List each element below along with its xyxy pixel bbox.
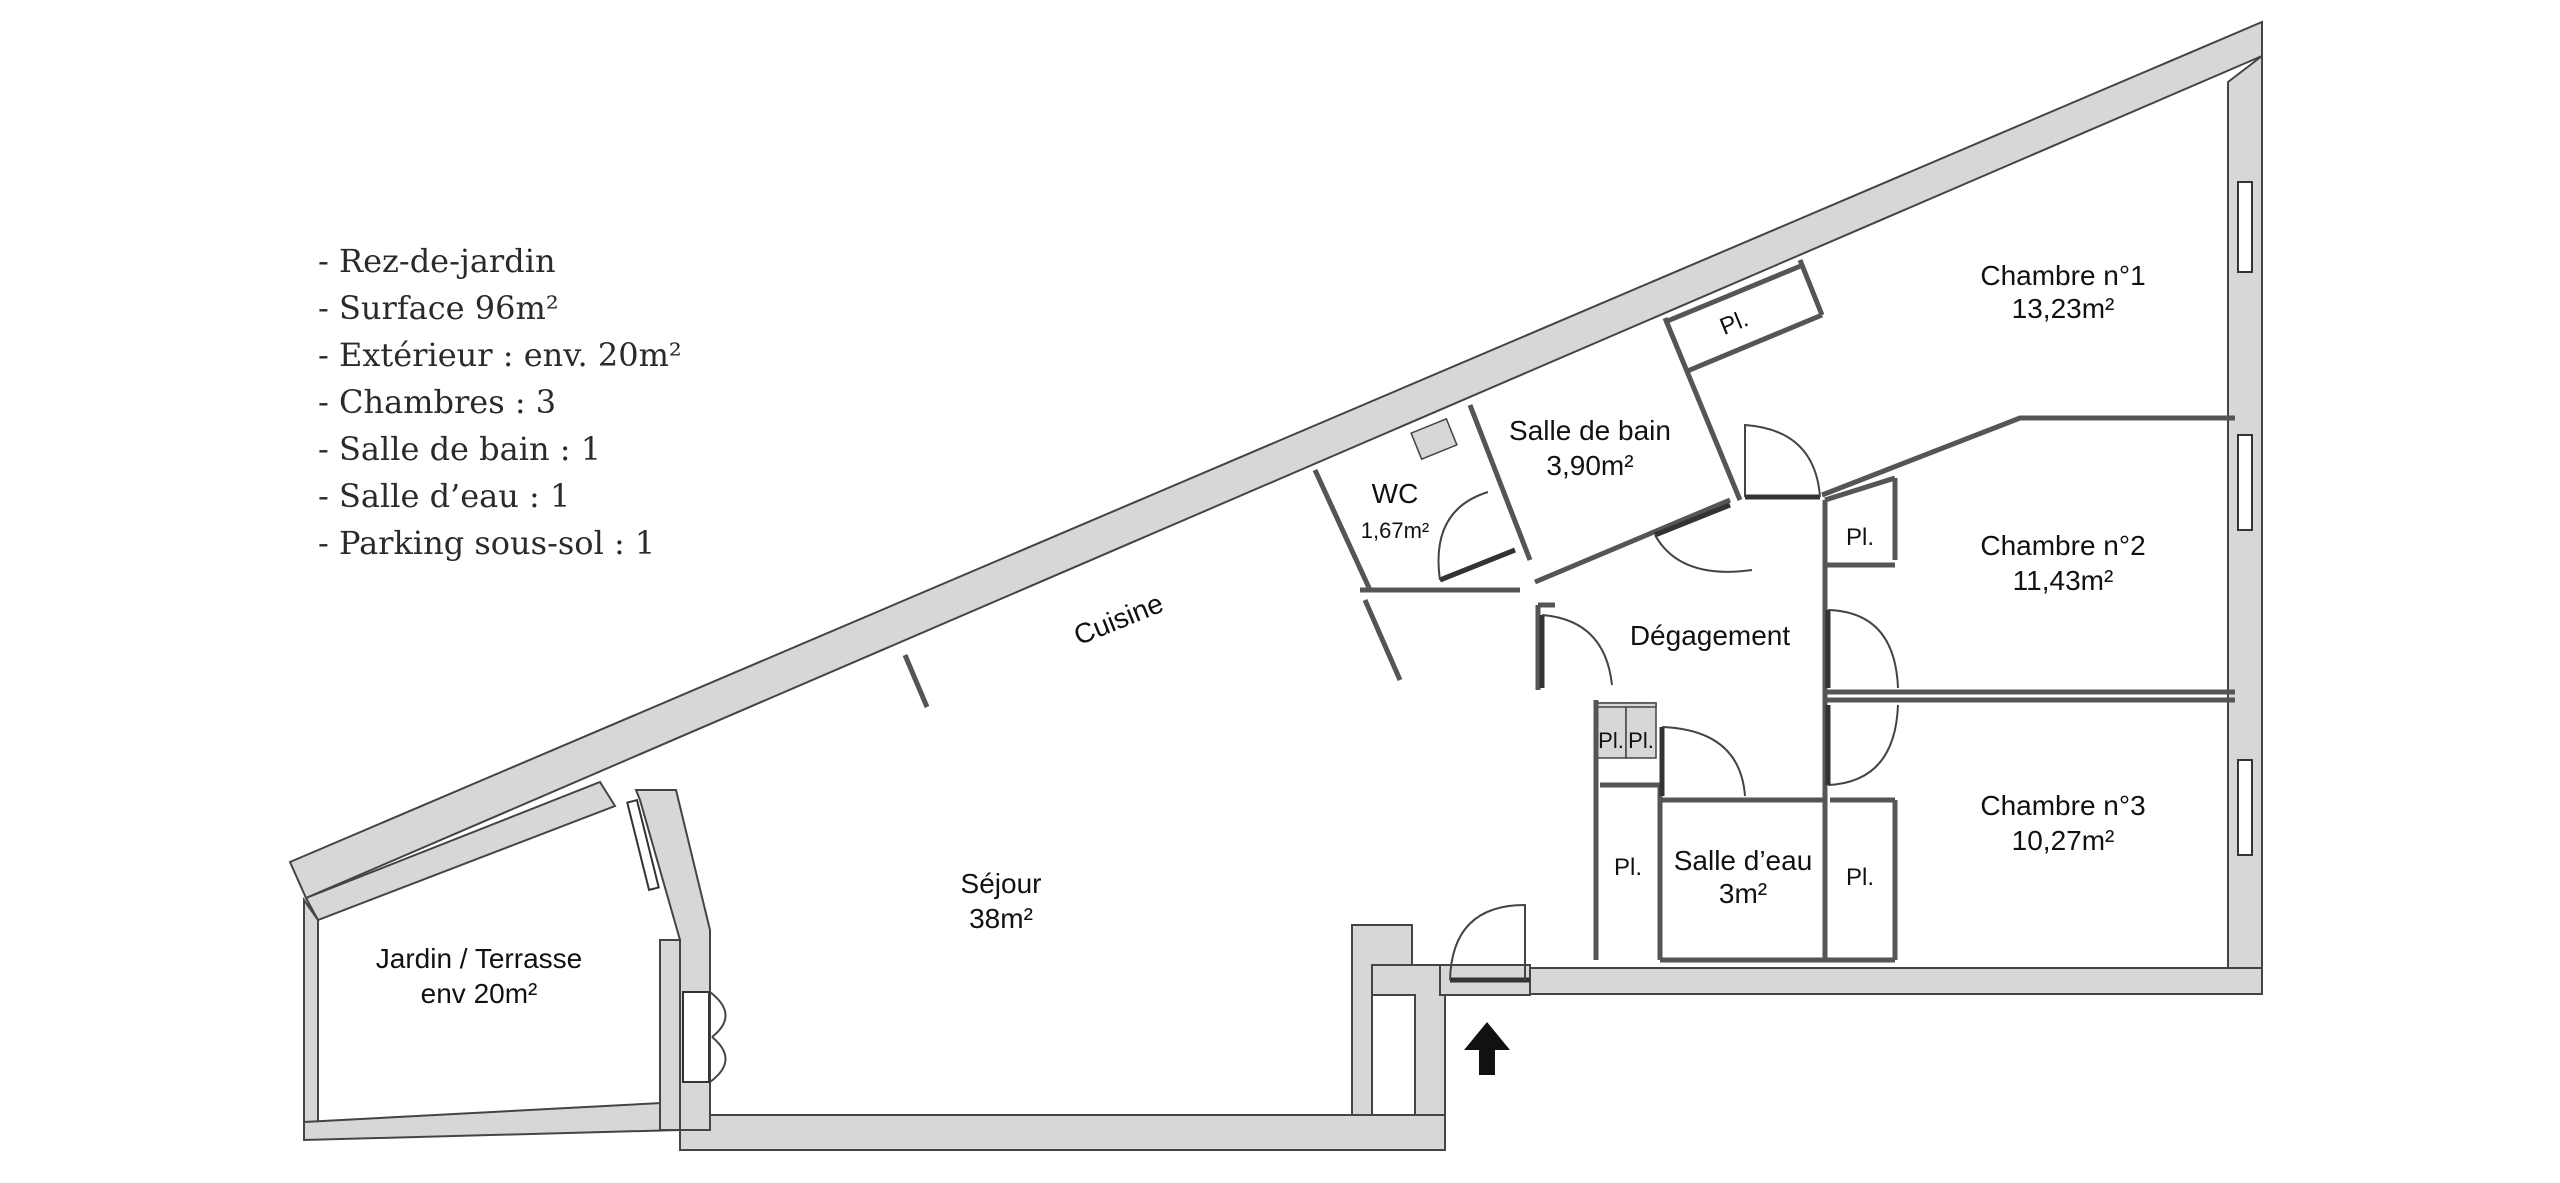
- property-specs: - Rez-de-jardin - Surface 96m² - Extérie…: [318, 238, 682, 567]
- bedroom1-bottom-wall: [1821, 415, 2235, 498]
- placard-label-small-b: Pl.: [1628, 728, 1654, 753]
- degagement-name: Dégagement: [1630, 620, 1791, 651]
- sejour-name: Séjour: [961, 868, 1042, 899]
- spec-parking: - Parking sous-sol : 1: [318, 524, 656, 562]
- placard-label-shower: Pl.: [1614, 854, 1642, 881]
- jardin-name: Jardin / Terrasse: [376, 943, 582, 974]
- garden-left-wall: [303, 896, 319, 1131]
- bath-right-wall: [1662, 317, 1743, 501]
- wc-left-wall: [1312, 468, 1373, 592]
- chambre3-area: 10,27m²: [2012, 825, 2115, 856]
- spec-exterior: - Extérieur : env. 20m²: [318, 336, 682, 374]
- window-bedroom2: [2237, 434, 2253, 531]
- spec-bathroom: - Salle de bain : 1: [318, 430, 602, 468]
- chambre1-name: Chambre n°1: [1980, 260, 2145, 291]
- bedroom3-door-swing: [1827, 704, 1899, 786]
- wc-door-swing: [1437, 491, 1489, 581]
- degagement-door-swing: [1541, 614, 1613, 686]
- placard-label-bath: Pl.: [1716, 305, 1752, 341]
- kitchen-wc-wall: [1362, 598, 1403, 682]
- chambre1-area: 13,23m²: [2012, 293, 2115, 324]
- garden-door-swing: [709, 991, 727, 1083]
- pl2-top: [1824, 475, 1896, 503]
- window-bedroom1: [2237, 181, 2253, 273]
- wc-bath-partition: [1467, 404, 1533, 561]
- spec-surface: - Surface 96m²: [318, 289, 559, 327]
- bedroom2-door-swing: [1827, 609, 1899, 689]
- bath-door-leaf: [1654, 502, 1731, 538]
- salle-de-bain-area: 3,90m²: [1546, 450, 1633, 481]
- kitchen-divider: [902, 654, 930, 708]
- wc-name: WC: [1372, 478, 1419, 509]
- bottom-wall-bedrooms: [1525, 967, 2263, 995]
- bedroom1-door-swing: [1744, 423, 1821, 498]
- pl1-front: [1684, 312, 1823, 375]
- entrance-arrow-icon: [1464, 1022, 1510, 1075]
- entrance-recess-wall: [1371, 964, 1446, 1151]
- window-bedroom3: [2237, 759, 2253, 856]
- garden-bottom-wall: [303, 1100, 681, 1142]
- pl1-right: [1797, 259, 1825, 316]
- diagonal-wall: [288, 20, 2263, 900]
- room-labels: Chambre n°1 13,23m² Chambre n°2 11,43m² …: [376, 260, 2146, 1009]
- bottom-wall-living: [679, 1114, 1446, 1151]
- wc-duct: [1410, 417, 1458, 461]
- spec-shower-room: - Salle d’eau : 1: [318, 477, 571, 515]
- placard-labels: Pl. Pl. Pl. Pl. Pl. Pl.: [1598, 305, 1874, 891]
- interior-walls: [902, 259, 2235, 963]
- spec-bedrooms: - Chambres : 3: [318, 383, 557, 421]
- spec-level: - Rez-de-jardin: [318, 242, 556, 280]
- salle-eau-door-swing: [1661, 726, 1746, 797]
- entrance-door-swing: [1449, 903, 1526, 981]
- salle-de-bain-name: Salle de bain: [1509, 415, 1671, 446]
- cuisine-name: Cuisine: [1069, 587, 1167, 651]
- placard-label-bedroom2: Pl.: [1846, 524, 1874, 551]
- entrance-column: [1351, 924, 1413, 1116]
- doors: [682, 423, 1899, 1083]
- wc-area: 1,67m²: [1361, 518, 1429, 543]
- chambre3-name: Chambre n°3: [1980, 790, 2145, 821]
- wc-door-leaf: [1439, 547, 1516, 583]
- garden-door-frame: [682, 991, 710, 1083]
- pl-small-b: [1625, 702, 1657, 759]
- bath-bottom-wall: [1534, 497, 1731, 585]
- exterior-walls: [288, 20, 2263, 1151]
- bath-door-swing: [1654, 534, 1753, 573]
- salle-eau-area: 3m²: [1719, 878, 1767, 909]
- chambre2-area: 11,43m²: [2013, 565, 2114, 596]
- pl-small-top: [1595, 702, 1657, 708]
- chambre2-name: Chambre n°2: [1980, 530, 2145, 561]
- pl1-bottom: [1664, 262, 1804, 325]
- jardin-area: env 20m²: [421, 978, 538, 1009]
- windows: [626, 181, 2253, 892]
- window-living: [626, 798, 660, 892]
- placard-label-bedroom3: Pl.: [1846, 864, 1874, 891]
- salle-eau-name: Salle d’eau: [1674, 845, 1813, 876]
- garden-right-wall: [659, 939, 681, 1131]
- placard-label-small-a: Pl.: [1598, 728, 1624, 753]
- sejour-area: 38m²: [969, 903, 1033, 934]
